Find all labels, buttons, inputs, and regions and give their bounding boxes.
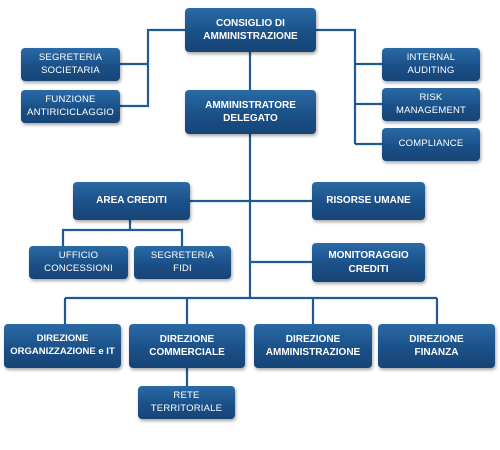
node-ufficio-concessioni: UFFICIO CONCESSIONI: [29, 246, 128, 279]
node-rete-territoriale: RETE TERRITORIALE: [138, 386, 235, 419]
node-risk-management: RISK MANAGEMENT: [382, 88, 480, 121]
node-segreteria-fidi: SEGRETERIA FIDI: [134, 246, 231, 279]
node-direzione-commerciale: DIREZIONE COMMERCIALE: [129, 324, 245, 368]
connector-left-staff: [120, 28, 185, 108]
node-area-crediti: AREA CREDITI: [73, 182, 190, 220]
node-direzione-finanza: DIREZIONE FINANZA: [378, 324, 495, 368]
connector-directions: [63, 296, 439, 324]
node-compliance: COMPLIANCE: [382, 128, 480, 161]
node-monitoraggio-crediti: MONITORAGGIO CREDITI: [312, 243, 425, 282]
node-funzione-antiriciclaggio: FUNZIONE ANTIRICICLAGGIO: [21, 90, 120, 123]
node-consiglio: CONSIGLIO DI AMMINISTRAZIONE: [185, 8, 316, 52]
node-segreteria-societaria: SEGRETERIA SOCIETARIA: [21, 48, 120, 81]
connector-right-staff: [316, 28, 382, 146]
node-direzione-amministrazione: DIREZIONE AMMINISTRAZIONE: [254, 324, 372, 368]
node-amministratore-delegato: AMMINISTRATORE DELEGATO: [185, 90, 316, 134]
node-risorse-umane: RISORSE UMANE: [312, 182, 425, 220]
connector-crediti-children: [61, 220, 184, 246]
node-internal-auditing: INTERNAL AUDITING: [382, 48, 480, 81]
node-direzione-organizzazione-it: DIREZIONE ORGANIZZAZIONE e IT: [4, 324, 121, 368]
